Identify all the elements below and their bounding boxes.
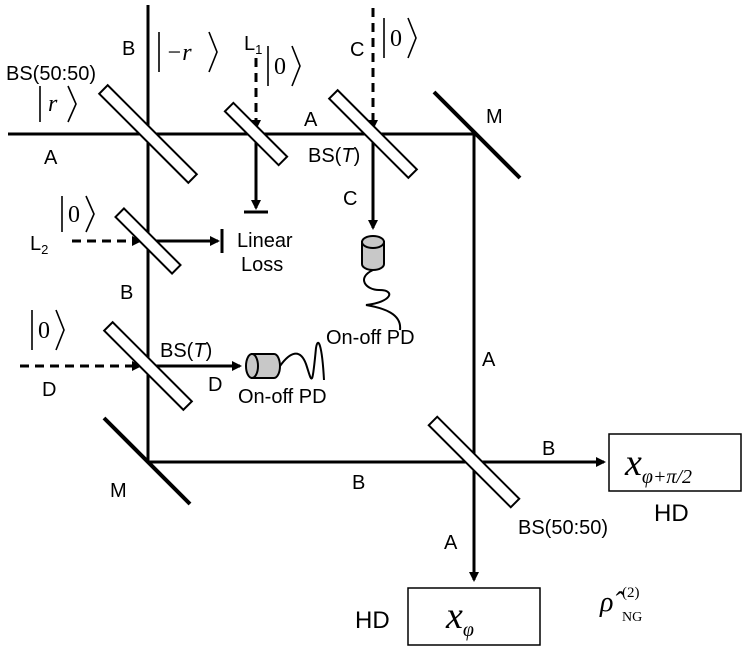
output-state-superscript: (2): [622, 585, 640, 601]
linear-loss-label-2: Loss: [241, 254, 283, 276]
beam-label-a-left: A: [44, 147, 58, 169]
mirror-top-right: [432, 90, 522, 180]
loss-label-l1: L1: [244, 33, 262, 57]
bs-t-d-label: BS(T): [160, 340, 212, 362]
bs-t-d: [102, 320, 194, 412]
beam-label-c: C: [350, 39, 364, 61]
hd-label-right: HD: [654, 500, 689, 527]
output-state-subscript: NG: [622, 610, 642, 625]
beam-label-d-right: D: [208, 374, 222, 396]
bs-50-50-output: [427, 415, 521, 509]
detector-c-top: [361, 235, 385, 249]
detector-d: [245, 341, 325, 381]
hd-box-bottom: [407, 587, 541, 646]
detector-d-body: [251, 353, 281, 379]
bs-50-50-output-label: BS(50:50): [518, 517, 608, 539]
vacuum-inputs: [20, 8, 378, 371]
detector-c-fiber: [363, 269, 402, 331]
ket-brackets: [31, 17, 417, 351]
bs-t-c: [327, 88, 419, 180]
beam-label-a-top: A: [304, 109, 318, 131]
beam-label-b-bottom: B: [352, 472, 365, 494]
beam-label-b-output: B: [542, 438, 555, 460]
beam-label-d-left: D: [42, 379, 56, 401]
bs-50-50-input: [97, 83, 199, 185]
detector-c-body: [361, 241, 385, 271]
mirror-label-top: M: [486, 106, 503, 128]
bs-l1-loss: [223, 101, 289, 167]
quadrature-bottom: xφ: [445, 595, 474, 641]
ket-vacuum-l1-content: 0: [274, 54, 286, 80]
mirror-bottom-left: [102, 416, 192, 506]
quadrature-right: xφ+π/2: [624, 442, 692, 488]
beam-splitters: [97, 83, 521, 509]
beam-label-b-top: B: [122, 38, 135, 60]
ket-vacuum-d-content: 0: [38, 318, 50, 344]
bs-t-c-label: BS(T): [308, 145, 360, 167]
detector-d-fiber: [279, 341, 325, 381]
beam-paths: [8, 5, 606, 582]
beam-label-a-output: A: [444, 532, 458, 554]
detector-c: [361, 235, 402, 331]
beam-label-a-right: A: [482, 349, 496, 371]
beam-label-b-mid: B: [120, 282, 133, 304]
ket-r-content: r: [48, 91, 58, 117]
ket-minus-r-content: −r: [166, 40, 192, 66]
bs-50-50-input-label: BS(50:50): [6, 63, 96, 85]
hd-box-right: [608, 433, 742, 492]
ket-vacuum-l2-content: 0: [68, 202, 80, 228]
loss-label-l2: L2: [30, 233, 48, 257]
onoff-pd-label-c: On-off PD: [326, 327, 415, 349]
beam-label-c-lower: C: [343, 188, 357, 210]
bs-l2-loss: [114, 207, 182, 275]
output-state-rho: ρ̂: [599, 587, 624, 618]
onoff-pd-label-d: On-off PD: [238, 386, 327, 408]
mirror-label-bottom: M: [110, 480, 127, 502]
ket-vacuum-c-content: 0: [390, 26, 402, 52]
linear-loss-label-1: Linear: [237, 230, 293, 252]
loss-terminators: [220, 210, 268, 253]
detector-d-face: [245, 353, 259, 379]
hd-label-bottom: HD: [355, 607, 390, 634]
mirrors: [102, 90, 522, 506]
